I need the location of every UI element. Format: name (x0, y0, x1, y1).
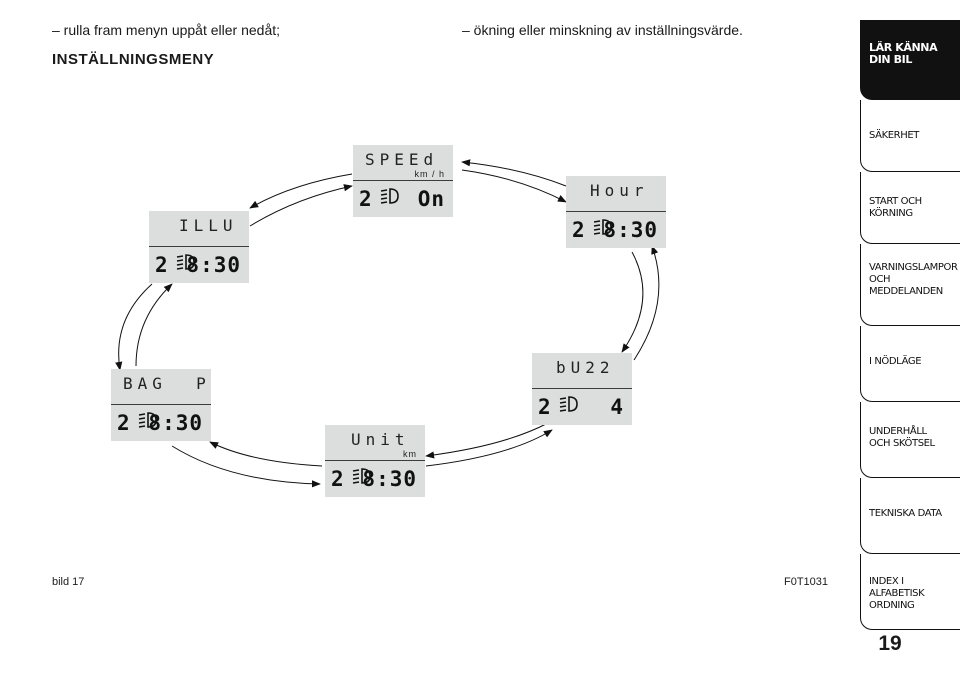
arrow-icon (461, 159, 567, 187)
speed-display-panel: SPEEd km / h 2 On (353, 145, 453, 217)
arrow-icon (461, 169, 567, 203)
sidebar-tab-tekniska-data[interactable]: TEKNISKA DATA (860, 478, 960, 554)
panel-value: 8:30 (186, 253, 241, 277)
sidebar-tab-varningslampor[interactable]: VARNINGSLAMPOR OCH MEDDELANDEN (860, 244, 960, 326)
panel-mode-label: bU22 (556, 358, 615, 377)
chapter-sidebar: LÄR KÄNNA DIN BIL SÄKERHET START OCH KÖR… (860, 20, 960, 630)
panel-mode-label: SPEEd (365, 150, 439, 169)
headlight-bulb-icon (176, 254, 195, 270)
section-heading: INSTÄLLNINGSMENY (52, 51, 215, 68)
sidebar-tab-label: INDEX I ALFABETISK ORDNING (869, 576, 925, 611)
illu-display-panel: ILLU 2 8:30 (149, 211, 249, 283)
arrow-icon (209, 441, 323, 467)
sidebar-tab-label: LÄR KÄNNA DIN BIL (869, 41, 938, 66)
panel-mode-label: BAG P (123, 374, 211, 393)
panel-value: 4 (610, 395, 624, 419)
sidebar-tab-index[interactable]: INDEX I ALFABETISK ORDNING (860, 554, 960, 630)
panel-unit-label: km (403, 449, 417, 459)
unit-display-panel: Unit km 2 8:30 (325, 425, 425, 497)
gear-digit: 2 (538, 395, 552, 419)
arrow-icon (425, 429, 553, 467)
arrow-icon (249, 184, 353, 227)
sidebar-tab-i-nodlage[interactable]: I NÖDLÄGE (860, 326, 960, 402)
panel-mode-label: Unit (351, 430, 410, 449)
sidebar-tab-start-och-korning[interactable]: START OCH KÖRNING (860, 172, 960, 244)
hour-display-panel: Hour 2 8:30 (566, 176, 666, 248)
panel-value: 8:30 (362, 467, 417, 491)
panel-value: 8:30 (603, 218, 658, 242)
buzz-display-panel: bU22 2 4 (532, 353, 632, 425)
sidebar-tab-lar-kanna-din-bil[interactable]: LÄR KÄNNA DIN BIL (860, 20, 960, 100)
panel-unit-label: km / h (414, 169, 445, 179)
arrow-icon (621, 251, 644, 353)
headlight-bulb-icon (593, 219, 612, 235)
panel-value: 8:30 (148, 411, 203, 435)
bag-display-panel: BAG P 2 8:30 (111, 369, 211, 441)
settings-menu-cycle-diagram (115, 159, 660, 488)
gear-digit: 2 (572, 218, 586, 242)
panel-mode-label: Hour (590, 181, 649, 200)
arrow-icon (249, 173, 353, 209)
intro-right-text: – ökning eller minskning av inställnings… (462, 22, 743, 38)
sidebar-tab-label: VARNINGSLAMPOR OCH MEDDELANDEN (869, 262, 958, 297)
sidebar-tab-label: I NÖDLÄGE (869, 356, 922, 367)
figure-code: F0T1031 (784, 576, 829, 588)
headlight-bulb-icon (138, 412, 157, 428)
gear-digit: 2 (359, 187, 373, 211)
arrow-icon (171, 445, 321, 488)
arrow-icon (115, 283, 153, 371)
panel-mode-label: ILLU (179, 216, 238, 235)
sidebar-tab-label: TEKNISKA DATA (869, 508, 942, 519)
headlight-bulb-icon (380, 188, 399, 204)
sidebar-tab-sakerhet[interactable]: SÄKERHET (860, 100, 960, 172)
sidebar-tab-label: SÄKERHET (869, 130, 919, 141)
sidebar-tab-underhall-och-skotsel[interactable]: UNDERHÅLL OCH SKÖTSEL (860, 402, 960, 478)
intro-left-text: – rulla fram menyn uppåt eller nedåt; (52, 22, 281, 38)
page-number: 19 (878, 632, 902, 655)
arrow-icon (135, 283, 173, 367)
headlight-bulb-icon (559, 396, 578, 412)
gear-digit: 2 (117, 411, 131, 435)
arrow-icon (633, 245, 660, 361)
figure-label: bild 17 (52, 576, 85, 588)
arrow-icon (425, 422, 549, 459)
sidebar-tab-label: UNDERHÅLL OCH SKÖTSEL (869, 426, 935, 449)
gear-digit: 2 (155, 253, 169, 277)
panel-value: On (417, 187, 445, 211)
sidebar-tab-label: START OCH KÖRNING (869, 196, 922, 219)
gear-digit: 2 (331, 467, 345, 491)
headlight-bulb-icon (352, 468, 371, 484)
